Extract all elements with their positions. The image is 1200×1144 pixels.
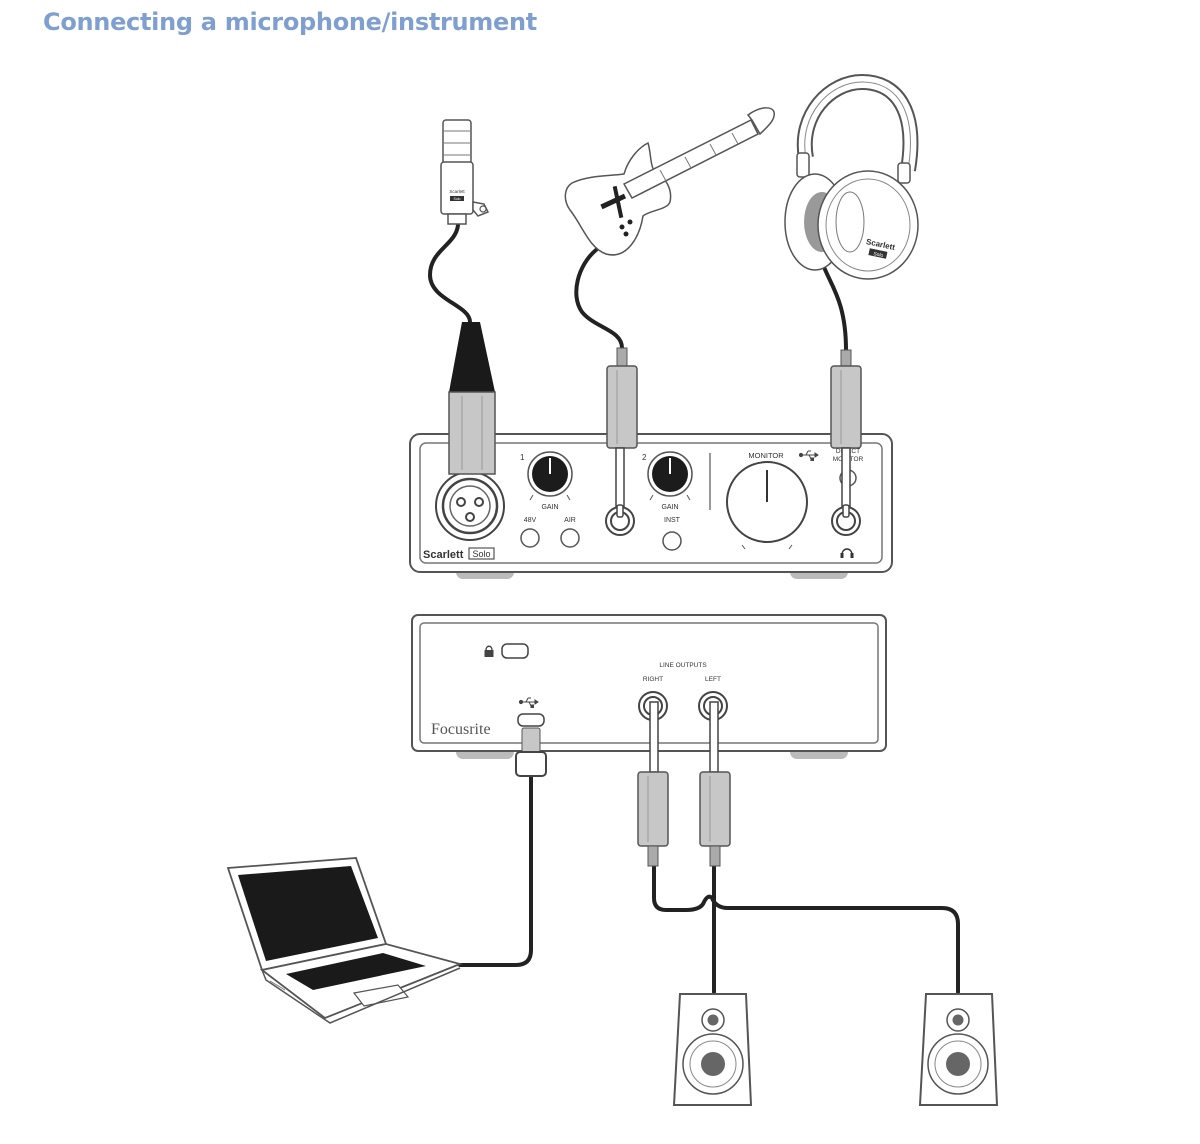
headphone-cable <box>820 260 848 352</box>
input2-number: 2 <box>642 453 647 462</box>
input1-number: 1 <box>520 453 525 462</box>
phantom-power-label: 48V <box>524 517 537 524</box>
right-output-cable <box>652 863 960 994</box>
headphone-icon <box>840 548 854 558</box>
gain2-label: GAIN <box>661 504 678 511</box>
air-label: AIR <box>564 517 576 524</box>
usb-icon <box>798 450 819 461</box>
usb-plug <box>515 727 547 777</box>
speaker-icon <box>918 993 999 1106</box>
gain1-knob[interactable] <box>527 451 573 497</box>
right-output-label: RIGHT <box>643 676 663 683</box>
microphone-icon: Scarlett Solo <box>440 119 490 225</box>
rear-brand: Focusrite <box>431 721 491 738</box>
gain2-knob[interactable] <box>647 451 693 497</box>
mic-model: Solo <box>453 197 460 201</box>
front-panel: 1 GAIN 48V AIR 2 GAIN INST MONITOR <box>409 433 893 579</box>
monitor-knob[interactable] <box>726 461 808 543</box>
left-output-plug <box>699 701 731 867</box>
lock-icon <box>484 645 494 657</box>
front-brand: Scarlett <box>423 549 464 561</box>
guitar-icon <box>564 107 775 256</box>
headphones-model: Solo <box>873 251 884 259</box>
front-model: Solo <box>472 549 490 559</box>
xlr-plug <box>448 322 496 475</box>
kensington-slot <box>501 643 529 659</box>
usb-c-port[interactable] <box>517 713 545 727</box>
cables <box>427 223 960 994</box>
page-title: Connecting a microphone/instrument <box>43 8 537 36</box>
rear-usb-icon <box>518 697 539 708</box>
gain1-label: GAIN <box>541 504 558 511</box>
laptop-icon <box>226 857 463 1024</box>
xlr-combo-input[interactable] <box>435 471 505 541</box>
rear-panel: Focusrite LINE OUTPUTS RIGHT LEFT <box>411 614 887 759</box>
monitor-label: MONITOR <box>748 451 784 460</box>
right-output-plug <box>637 701 669 867</box>
usb-cable <box>458 774 533 967</box>
inst-label: INST <box>664 517 681 524</box>
air-button[interactable] <box>560 528 580 548</box>
left-output-label: LEFT <box>705 676 721 683</box>
speaker-icon <box>672 993 753 1106</box>
headphone-jack-plug <box>830 349 862 518</box>
mic-brand: Scarlett <box>449 189 465 194</box>
mic-cable <box>427 223 472 324</box>
guitar-cable <box>574 248 624 350</box>
instrument-jack-input[interactable] <box>605 506 635 536</box>
phantom-power-button[interactable] <box>520 528 540 548</box>
headphones-icon: Scarlett Solo <box>784 73 919 280</box>
guitar-jack-plug <box>606 347 638 518</box>
line-outputs-label: LINE OUTPUTS <box>659 662 707 669</box>
inst-button[interactable] <box>662 531 682 551</box>
